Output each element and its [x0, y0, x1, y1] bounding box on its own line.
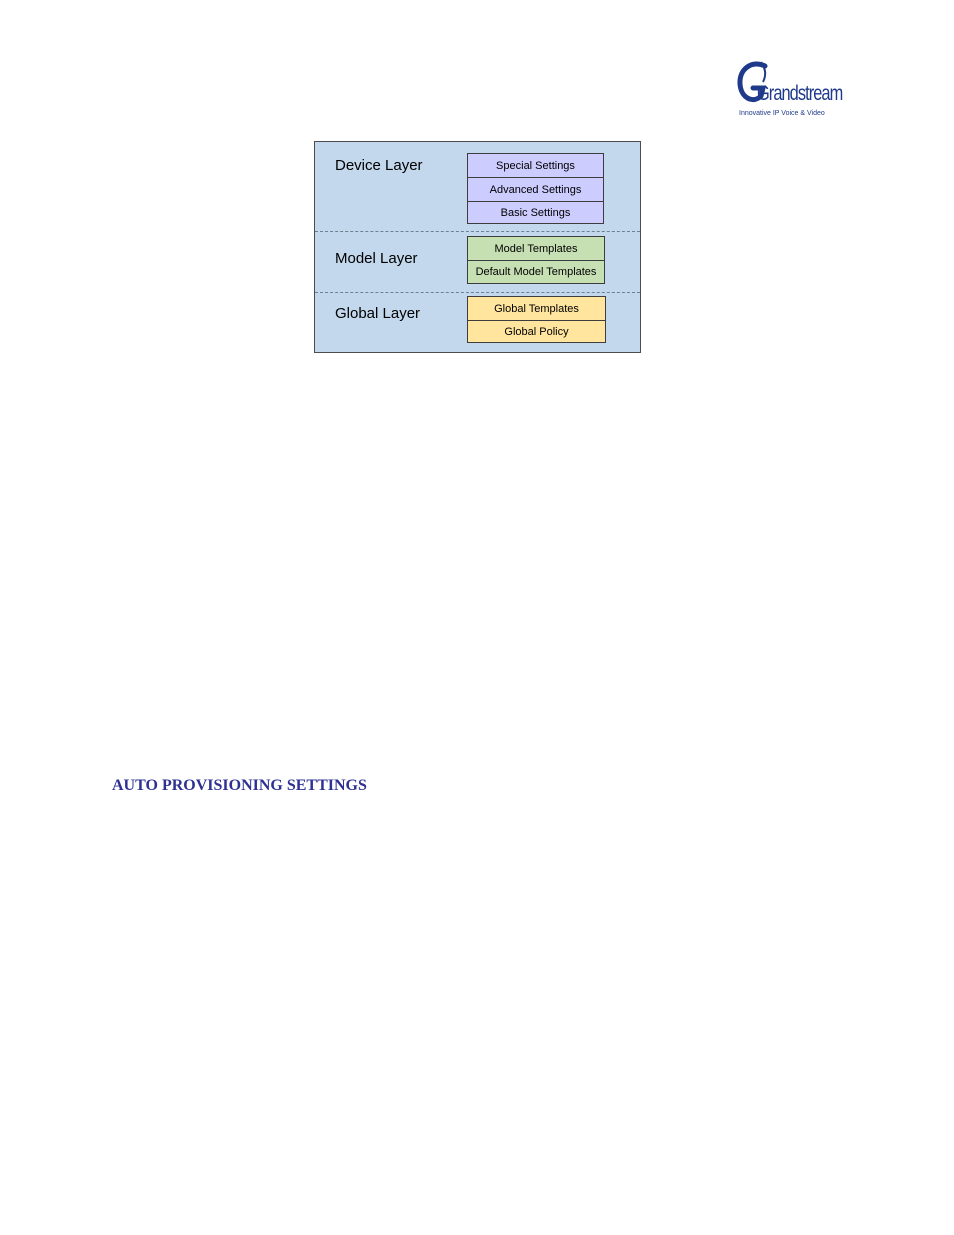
- logo-brand-text: Grandstream: [757, 82, 843, 105]
- global-policy-box: Global Policy: [467, 320, 606, 343]
- global-templates-box: Global Templates: [467, 296, 606, 321]
- default-model-templates-box: Default Model Templates: [467, 260, 605, 284]
- provisioning-layers-diagram: Device Layer Special Settings Advanced S…: [314, 141, 641, 353]
- special-settings-box: Special Settings: [467, 153, 604, 178]
- section-heading: AUTO PROVISIONING SETTINGS: [112, 777, 367, 794]
- model-layer-label: Model Layer: [335, 250, 418, 267]
- grandstream-logo: Grandstream Innovative IP Voice & Video: [735, 60, 843, 122]
- advanced-settings-box: Advanced Settings: [467, 177, 604, 202]
- device-layer-label: Device Layer: [335, 157, 423, 174]
- layer-divider: [315, 231, 640, 232]
- global-layer-label: Global Layer: [335, 305, 421, 322]
- logo-tagline: Innovative IP Voice & Video: [739, 110, 825, 117]
- model-templates-box: Model Templates: [467, 236, 605, 261]
- logo-g-swoosh-icon: [737, 61, 768, 102]
- layer-divider: [315, 292, 640, 293]
- basic-settings-box: Basic Settings: [467, 201, 604, 224]
